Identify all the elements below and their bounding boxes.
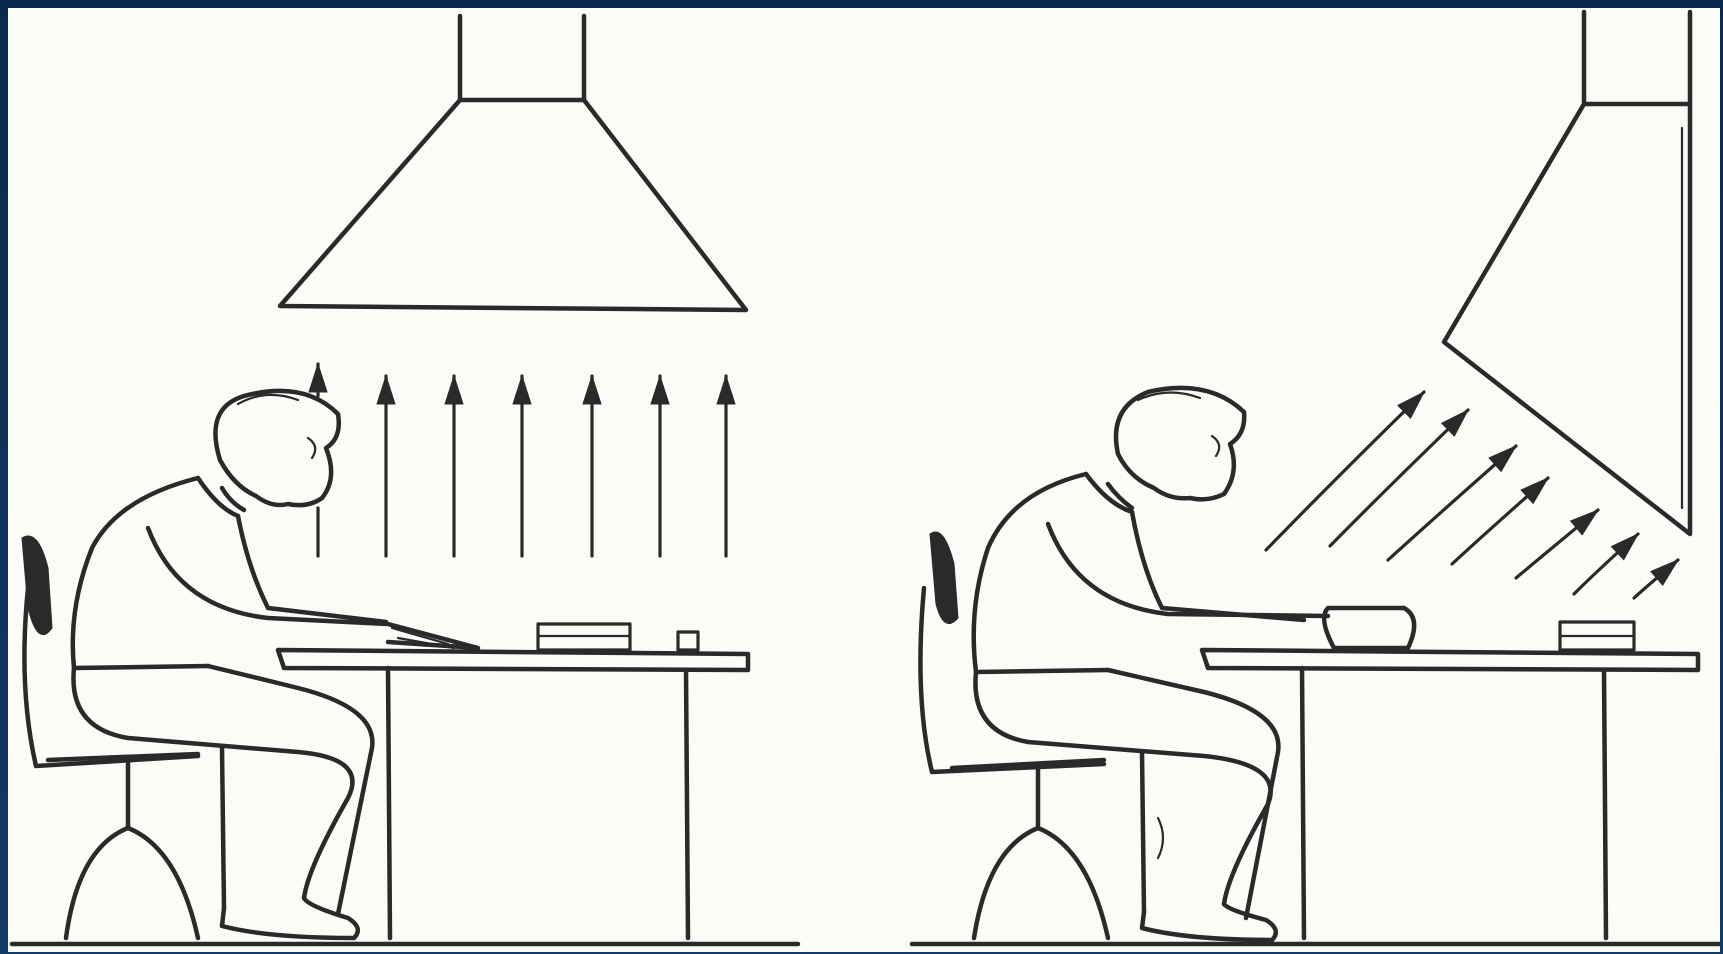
left-airflow-arrow-icon	[651, 376, 669, 556]
right-panel	[912, 12, 1720, 944]
right-airflow-arrow-icon	[1388, 446, 1516, 560]
right-airflow-arrow-icon	[1574, 534, 1638, 594]
left-airflow-arrow-icon	[377, 376, 395, 556]
left-airflow-arrow-icon	[445, 376, 463, 556]
left-table	[278, 624, 748, 938]
left-airflow-arrows	[309, 364, 735, 556]
left-airflow-arrow-icon	[309, 364, 327, 396]
right-airflow-arrow-icon	[1516, 510, 1598, 578]
left-seated-worker	[73, 391, 478, 938]
left-airflow-arrow-icon	[717, 376, 735, 556]
left-panel	[12, 16, 798, 944]
left-airflow-arrow-icon	[513, 376, 531, 556]
right-exhaust-hood	[1444, 12, 1690, 534]
right-table	[1202, 622, 1698, 938]
left-chair	[22, 536, 198, 938]
right-airflow-arrow-icon	[1330, 410, 1468, 546]
right-airflow-arrow-icon	[1634, 560, 1678, 598]
right-chair	[920, 532, 1108, 938]
right-seated-worker	[974, 388, 1414, 940]
left-exhaust-hood	[280, 16, 746, 310]
left-airflow-arrow-icon	[583, 376, 601, 556]
illustration-sheet	[8, 8, 1720, 952]
ventilation-diagram	[8, 8, 1720, 952]
right-airflow-arrows	[1266, 392, 1678, 598]
right-airflow-arrow-icon	[1266, 392, 1424, 550]
